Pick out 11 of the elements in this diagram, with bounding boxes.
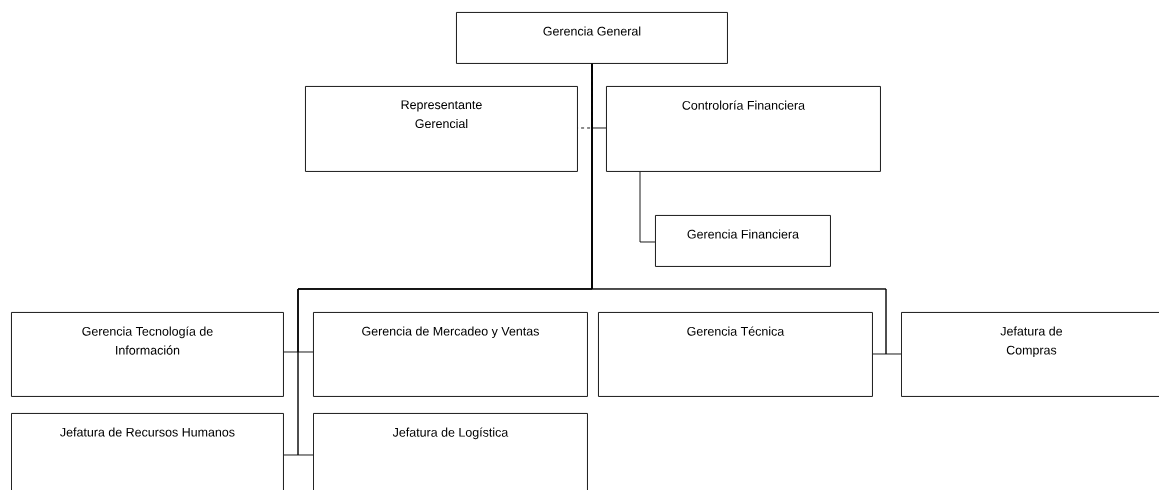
org-box: Jefatura de Recursos Humanos: [11, 413, 284, 490]
org-box: Gerencia Financiera: [655, 215, 831, 267]
org-box: Gerencia Tecnología de Información: [11, 312, 284, 397]
org-box: Gerencia de Mercadeo y Ventas: [313, 312, 588, 397]
org-box: Representante Gerencial: [305, 86, 578, 172]
org-box: Controloría Financiera: [606, 86, 881, 172]
org-box: Jefatura de Compras: [901, 312, 1159, 397]
org-box: Gerencia General: [456, 12, 728, 64]
org-box: Gerencia Técnica: [598, 312, 873, 397]
connector: [639, 171, 656, 243]
org-box: Jefatura de Logística: [313, 413, 588, 490]
